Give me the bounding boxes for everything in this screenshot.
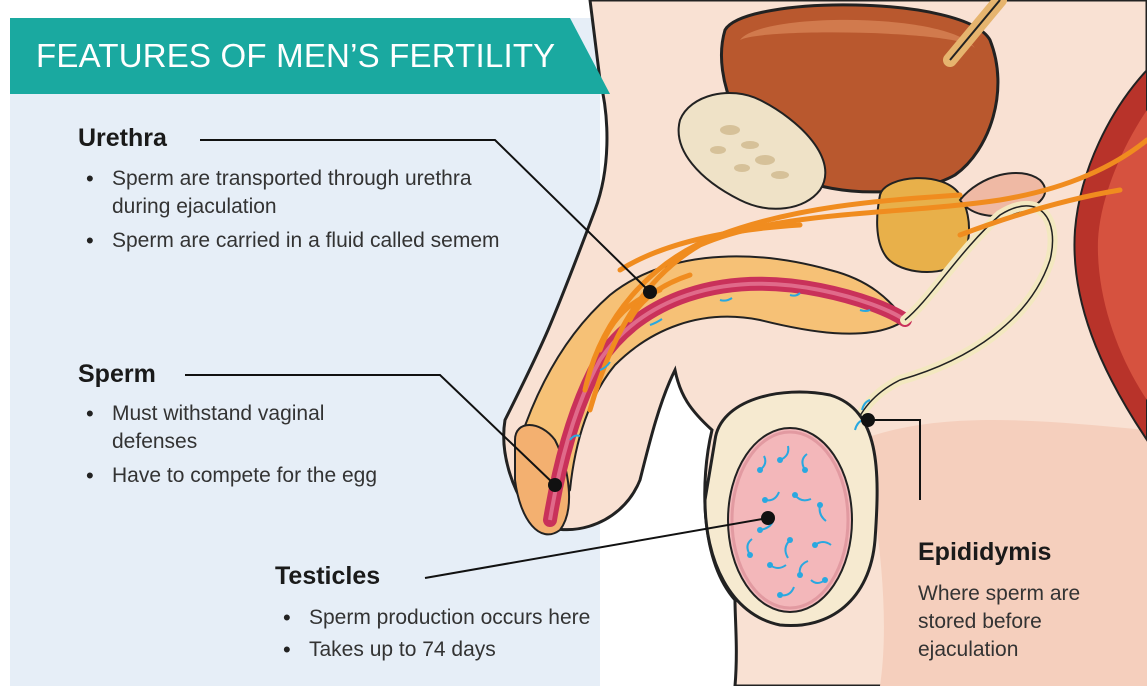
page-title: FEATURES OF MEN’S FERTILITY xyxy=(36,37,555,75)
sperm-point: Must withstand vaginal defenses xyxy=(78,400,398,456)
urethra-points: Sperm are transported through urethra du… xyxy=(78,165,518,261)
testicle-marker-dot xyxy=(761,511,775,525)
sperm-heading: Sperm xyxy=(78,360,156,389)
urethra-point: Sperm are transported through urethra du… xyxy=(78,165,518,221)
urethra-marker-dot xyxy=(643,285,657,299)
testicle xyxy=(728,428,852,612)
sperm-marker-dot xyxy=(548,478,562,492)
urethra-heading: Urethra xyxy=(78,124,167,153)
epididymis-heading: Epididymis xyxy=(918,538,1051,567)
epididymis-marker-dot xyxy=(861,413,875,427)
epididymis-description: Where sperm are stored before ejaculatio… xyxy=(918,580,1128,664)
testicles-points: Sperm production occurs here Takes up to… xyxy=(275,604,695,670)
urethra-point: Sperm are carried in a fluid called seme… xyxy=(78,227,518,255)
sperm-point: Have to compete for the egg xyxy=(78,462,398,490)
testicles-point: Sperm production occurs here xyxy=(275,604,695,632)
testicles-heading: Testicles xyxy=(275,562,380,591)
sperm-points: Must withstand vaginal defenses Have to … xyxy=(78,400,398,496)
testicles-point: Takes up to 74 days xyxy=(275,636,695,664)
